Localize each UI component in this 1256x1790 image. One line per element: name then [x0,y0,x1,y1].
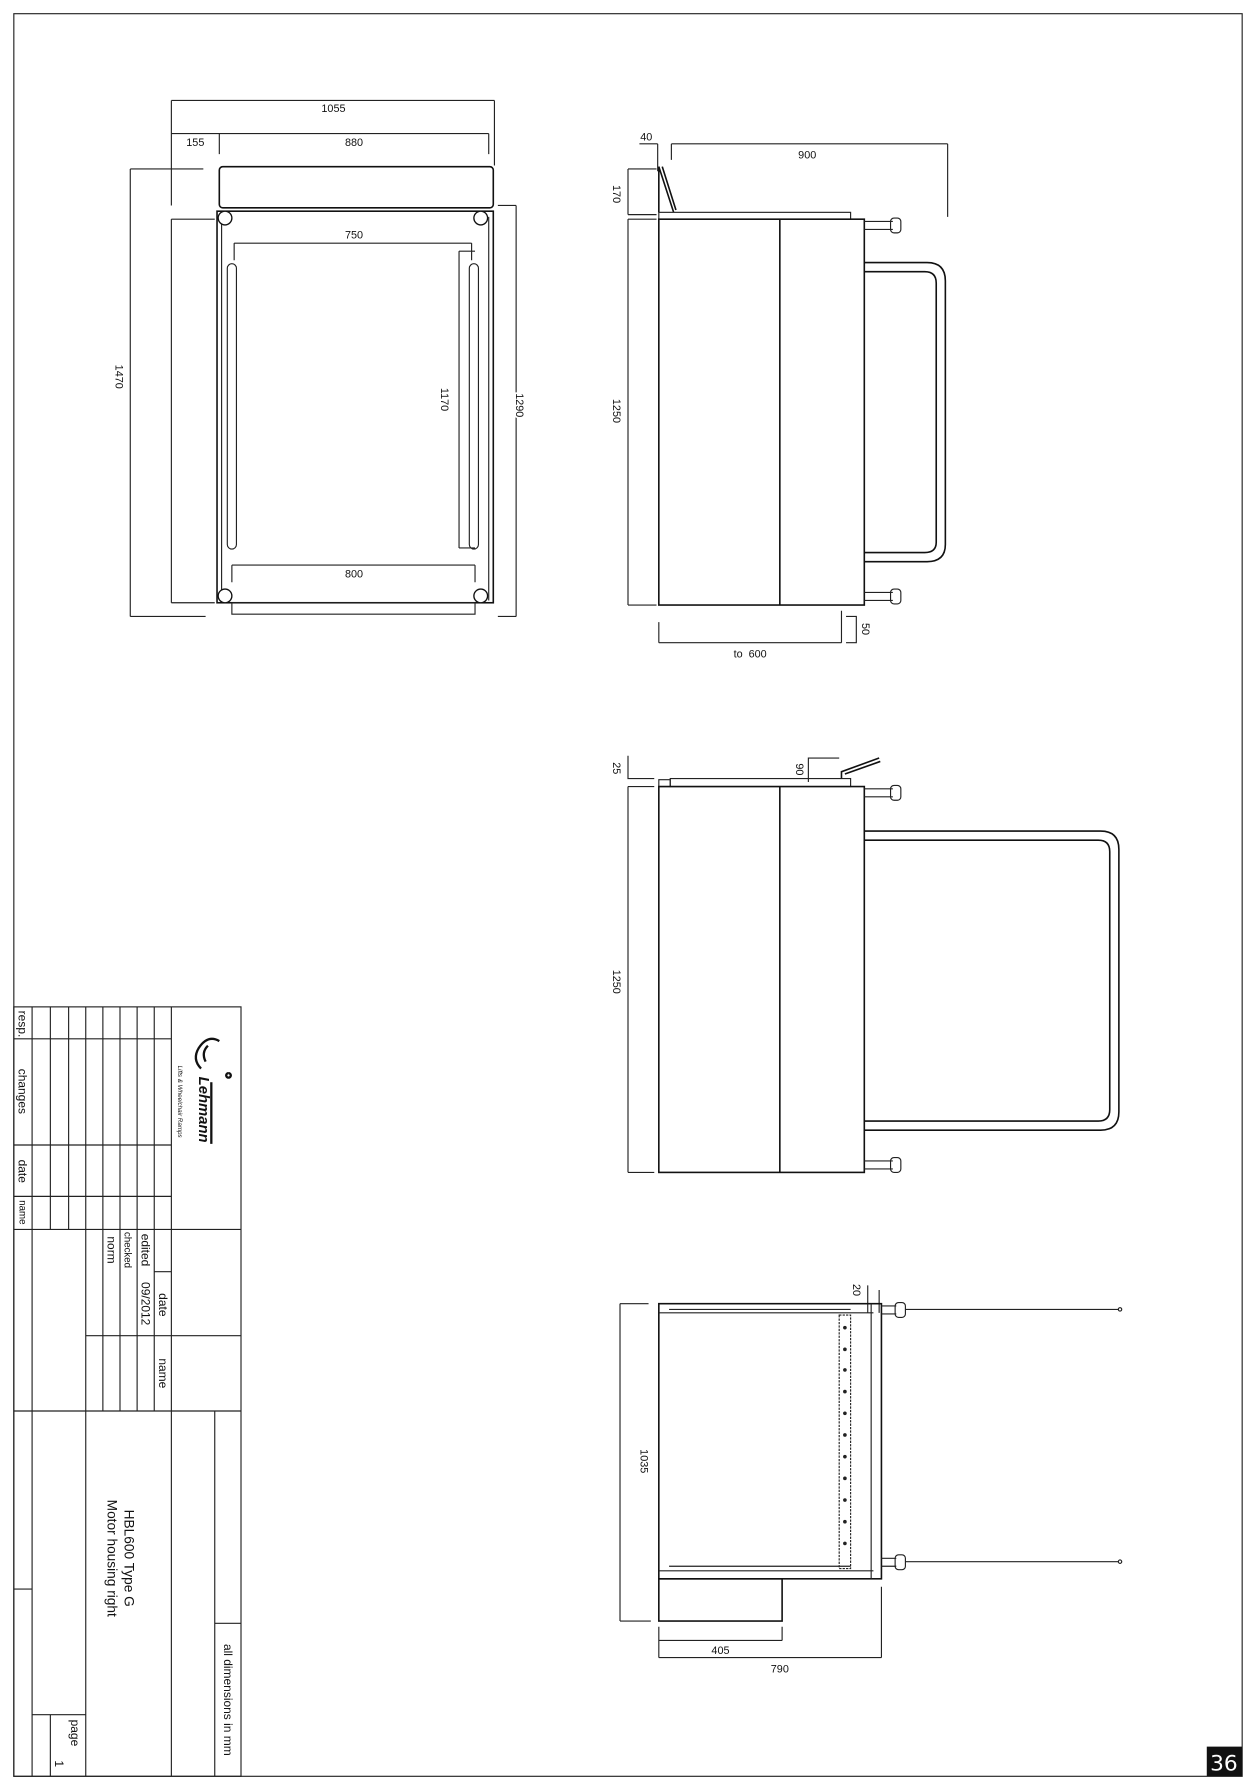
rail-posts [864,217,902,605]
dim-20: 20 [850,1284,862,1296]
housing [658,218,866,606]
bottom-plate [231,602,476,615]
header-name: name [17,1200,28,1224]
page-number-badge: 36 [1206,1746,1243,1777]
dim-1170: 1170 [438,388,450,411]
checked-label: checked [122,1232,133,1268]
page-value: 1 [52,1760,66,1767]
dim-750: 750 [345,230,363,242]
rollers [217,210,489,604]
frame [216,210,495,604]
handrail [864,261,947,563]
drawing-title: HBL600 Type G [122,1510,137,1607]
title-block-grid [13,1006,242,1777]
dim-40: 40 [640,131,652,143]
dim-155: 155 [186,137,204,149]
logo-tagline: Lifts & Wheelchair Ramps [176,1066,183,1138]
header-changes: changes [15,1069,29,1114]
plate-edge [658,779,671,788]
dim-90: 90 [793,763,805,775]
plan-view: 1055 155 880 750 800 1470 1170 1290 [112,99,527,618]
top-plate [669,777,852,788]
approval-date-header: date [156,1293,170,1317]
slot-left [226,263,238,550]
slot-right [468,263,480,550]
side-view-2: 25 90 1250 [610,755,1120,1174]
units-note: all dimensions in mm [221,1644,235,1756]
norm-label: norm [104,1236,118,1263]
plan-view-2: 20 1035 405 790 [619,1284,1123,1675]
edited-date: 09/2012 [139,1282,153,1326]
dim-800: 800 [345,569,363,581]
logo-mark [194,1037,232,1079]
rail-posts [864,784,902,1173]
handrail [864,830,1120,1131]
dim-900: 900 [798,150,816,162]
dimension-lines [627,143,949,644]
header-resp: resp. [15,1011,29,1038]
rails [881,1301,1123,1571]
dim-1290: 1290 [513,393,525,417]
drawing-subtitle: Motor housing right [104,1500,119,1617]
dim-1470: 1470 [112,365,124,389]
chain [838,1314,852,1570]
flap [840,757,881,779]
page-number: 36 [1210,1752,1238,1777]
housing [658,785,866,1174]
title-block: resp. changes date name Lehmann Lifts & … [13,1006,242,1777]
dim-405: 405 [711,1645,729,1657]
dim-25: 25 [610,762,622,774]
page-label: page [68,1720,82,1747]
dim-1035: 1035 [638,1449,650,1473]
dim-1055: 1055 [321,103,345,115]
edited-label: edited [139,1234,153,1267]
top-plate [218,165,495,209]
sheet-border [13,13,1243,1777]
company-logo: Lehmann Lifts & Wheelchair Ramps [176,1037,232,1144]
approval-name-header: name [156,1358,170,1388]
dim-790: 790 [771,1663,789,1675]
dimension-lines [619,1285,883,1659]
dim-1250: 1250 [610,399,622,423]
logo-brand: Lehmann [195,1077,211,1143]
top-plate [658,211,852,220]
side-view-1: 40 900 170 1250 to 600 50 [610,131,949,661]
dim-1250: 1250 [610,970,622,994]
dimension-lines [129,99,517,618]
dim-170: 170 [610,185,622,203]
dim-to-600: to 600 [734,649,767,661]
chain-links [843,1325,847,1546]
dim-50: 50 [859,623,871,635]
dimension-lines [627,755,840,1173]
motor-housing [658,1578,783,1622]
flap [658,166,677,213]
dim-880: 880 [345,137,363,149]
platform [658,1302,883,1580]
header-date: date [15,1160,29,1184]
